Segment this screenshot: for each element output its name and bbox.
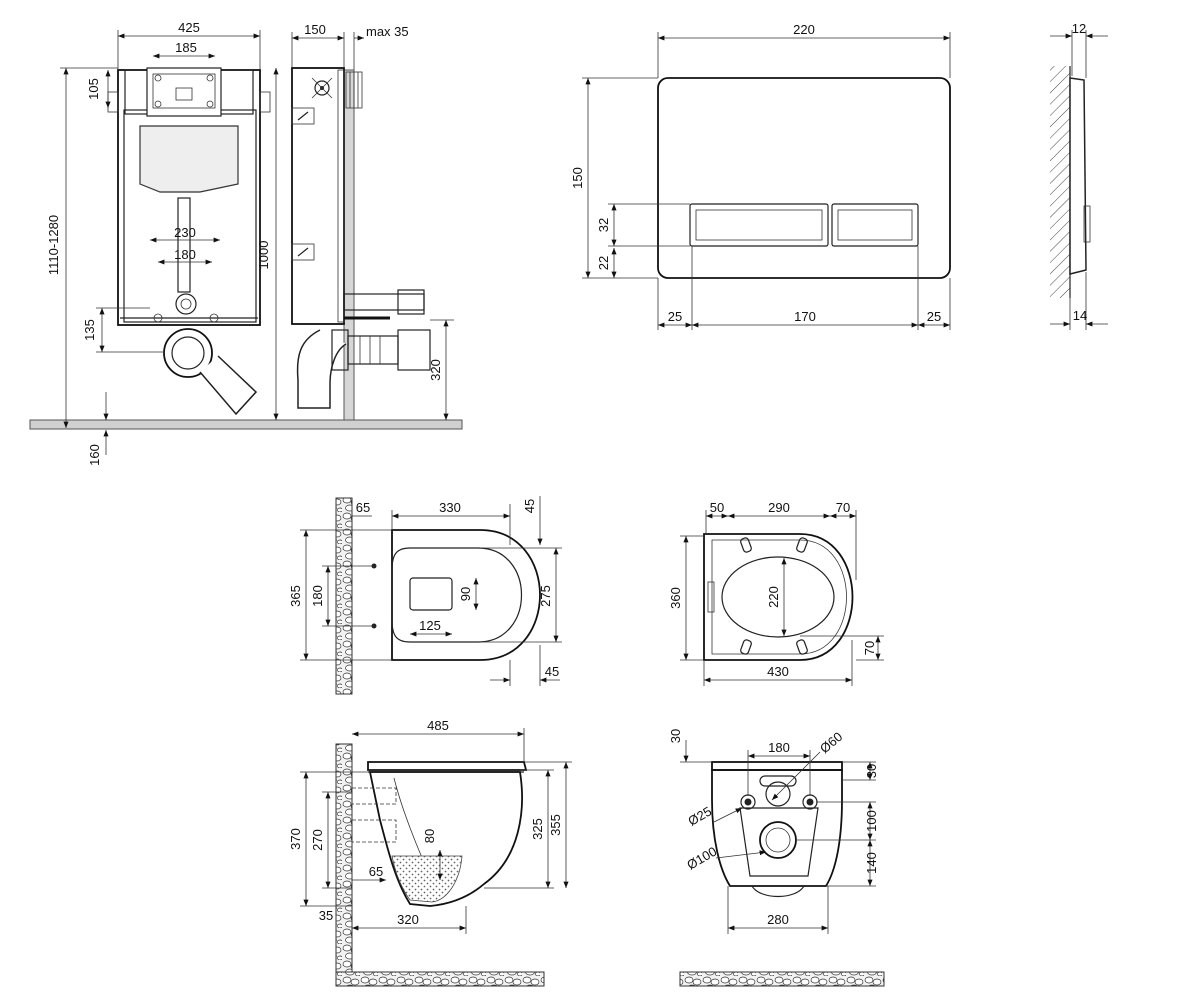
- frame-side-view: 150 max 35 1000 320: [256, 22, 454, 421]
- dim-105: 105: [86, 78, 101, 100]
- seat-outline: [703, 533, 854, 661]
- dim-180-rear: 180: [768, 740, 790, 755]
- floor-stones-rear: [679, 971, 885, 987]
- dim-12: 12: [1072, 21, 1086, 36]
- dim-230: 230: [174, 225, 196, 240]
- toilet-top-view: 65 330 45 365 180 90 125 275 45: [288, 496, 562, 695]
- dim-150-frame: 150: [304, 22, 326, 37]
- flush-plate: [657, 77, 951, 279]
- dim-14: 14: [1073, 308, 1087, 323]
- dim-phi100: Ø100: [684, 844, 719, 873]
- dim-50: 50: [710, 500, 724, 515]
- flush-button-large: [689, 203, 829, 247]
- toilet-side-view: 485 370 270 80 325 355 65 35 320: [288, 718, 572, 987]
- wall-stones-top: [335, 497, 353, 695]
- dim-355: 355: [548, 814, 563, 836]
- dim-25-right: 25: [927, 309, 941, 324]
- dim-80: 80: [422, 829, 437, 843]
- dim-25-left: 25: [668, 309, 682, 324]
- floor-stones-side: [335, 971, 545, 987]
- dim-1110-1280: 1110-1280: [46, 215, 61, 275]
- wall-section: [343, 69, 355, 421]
- dim-1000: 1000: [256, 241, 271, 270]
- dim-32: 32: [596, 218, 611, 232]
- inlet-hole: [765, 781, 791, 807]
- dim-45-top: 45: [522, 499, 537, 513]
- dim-425: 425: [178, 20, 200, 35]
- wall-hatch: [1050, 66, 1070, 298]
- dim-phi25: Ø25: [685, 803, 714, 828]
- dim-90: 90: [458, 587, 473, 601]
- dim-135: 135: [82, 319, 97, 341]
- dim-30-left: 30: [668, 729, 683, 743]
- dim-170: 170: [794, 309, 816, 324]
- dim-320-frame: 320: [428, 359, 443, 381]
- seat-top-view: 50 290 70 360 220 70 430: [668, 500, 884, 686]
- toilet-outline-top: [391, 529, 541, 661]
- dim-22: 22: [596, 256, 611, 270]
- flush-plate-side: 12 14: [1050, 21, 1108, 330]
- dim-140: 140: [864, 852, 879, 874]
- dim-320-side: 320: [397, 912, 419, 927]
- dim-325: 325: [530, 818, 545, 840]
- dim-125: 125: [419, 618, 441, 633]
- dim-220-plate: 220: [793, 22, 815, 37]
- dim-45-bottom: 45: [545, 664, 559, 679]
- dim-max-35: max 35: [366, 24, 409, 39]
- dim-220-seat: 220: [766, 586, 781, 608]
- outlet-hole: [759, 821, 797, 859]
- dim-180-frame: 180: [174, 247, 196, 262]
- dim-100: 100: [864, 810, 879, 832]
- dim-280: 280: [767, 912, 789, 927]
- dim-485: 485: [427, 718, 449, 733]
- dim-185: 185: [175, 40, 197, 55]
- dim-365: 365: [288, 585, 303, 607]
- floor-line: [29, 419, 463, 430]
- dim-65-side: 65: [369, 864, 383, 879]
- dim-65-top: 65: [356, 500, 370, 515]
- dim-275: 275: [538, 585, 553, 607]
- dim-70-top: 70: [836, 500, 850, 515]
- dim-180-top: 180: [310, 585, 325, 607]
- frame-front-view: 425 185 105 1110-1280 230 180 135 160: [29, 20, 463, 466]
- dim-phi60: Ø60: [817, 729, 845, 756]
- dim-370: 370: [288, 828, 303, 850]
- dim-330: 330: [439, 500, 461, 515]
- wall-stones-side: [335, 743, 353, 985]
- dim-160: 160: [87, 444, 102, 466]
- toilet-rear-view: 30 180 Ø60 30 Ø25 100 Ø100 140 280: [668, 729, 885, 987]
- dim-30-right: 30: [864, 764, 879, 778]
- dim-290: 290: [768, 500, 790, 515]
- flush-plate-front: 220 150 32 22 25 170 25: [570, 22, 951, 330]
- bowl-side: [368, 771, 523, 907]
- seat-opening: [721, 556, 835, 638]
- flush-button-small: [831, 203, 919, 247]
- dim-270: 270: [310, 829, 325, 851]
- dim-35: 35: [319, 908, 333, 923]
- dim-150-plate: 150: [570, 167, 585, 189]
- water-trap: [391, 855, 463, 903]
- dim-360: 360: [668, 587, 683, 609]
- dim-70-right: 70: [862, 641, 877, 655]
- dim-430: 430: [767, 664, 789, 679]
